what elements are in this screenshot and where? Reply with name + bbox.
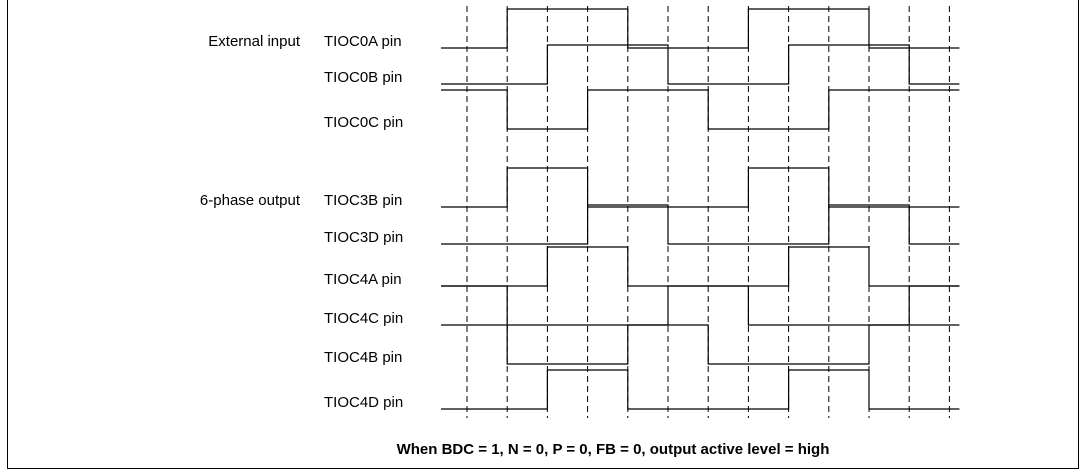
waveforms	[441, 8, 960, 410]
signal-label: TIOC0C pin	[324, 114, 403, 131]
waveform-tioc0c-pin	[441, 89, 960, 130]
group-label-external: External input	[208, 33, 301, 50]
waveform-tioc0a-pin	[441, 8, 960, 49]
signal-label: TIOC3B pin	[324, 192, 402, 209]
waveform-tioc0b-pin	[441, 44, 960, 85]
signal-label: TIOC0B pin	[324, 69, 402, 86]
waveform-tioc4a-pin	[441, 246, 960, 287]
waveform-tioc4b-pin	[441, 324, 960, 365]
waveform-tioc3d-pin	[441, 204, 960, 245]
signal-label: TIOC0A pin	[324, 33, 402, 50]
signal-label: TIOC3D pin	[324, 229, 403, 246]
waveform-tioc3b-pin	[441, 167, 960, 208]
group-label-output: 6-phase output	[200, 192, 301, 209]
diagram-caption: When BDC = 1, N = 0, P = 0, FB = 0, outp…	[397, 441, 830, 458]
waveform-tioc4c-pin	[441, 285, 960, 326]
signal-label: TIOC4A pin	[324, 271, 402, 288]
signal-label: TIOC4C pin	[324, 310, 403, 327]
figure-frame	[7, 0, 1079, 469]
signal-label: TIOC4D pin	[324, 394, 403, 411]
signal-label: TIOC4B pin	[324, 349, 402, 366]
waveform-tioc4d-pin	[441, 369, 960, 410]
